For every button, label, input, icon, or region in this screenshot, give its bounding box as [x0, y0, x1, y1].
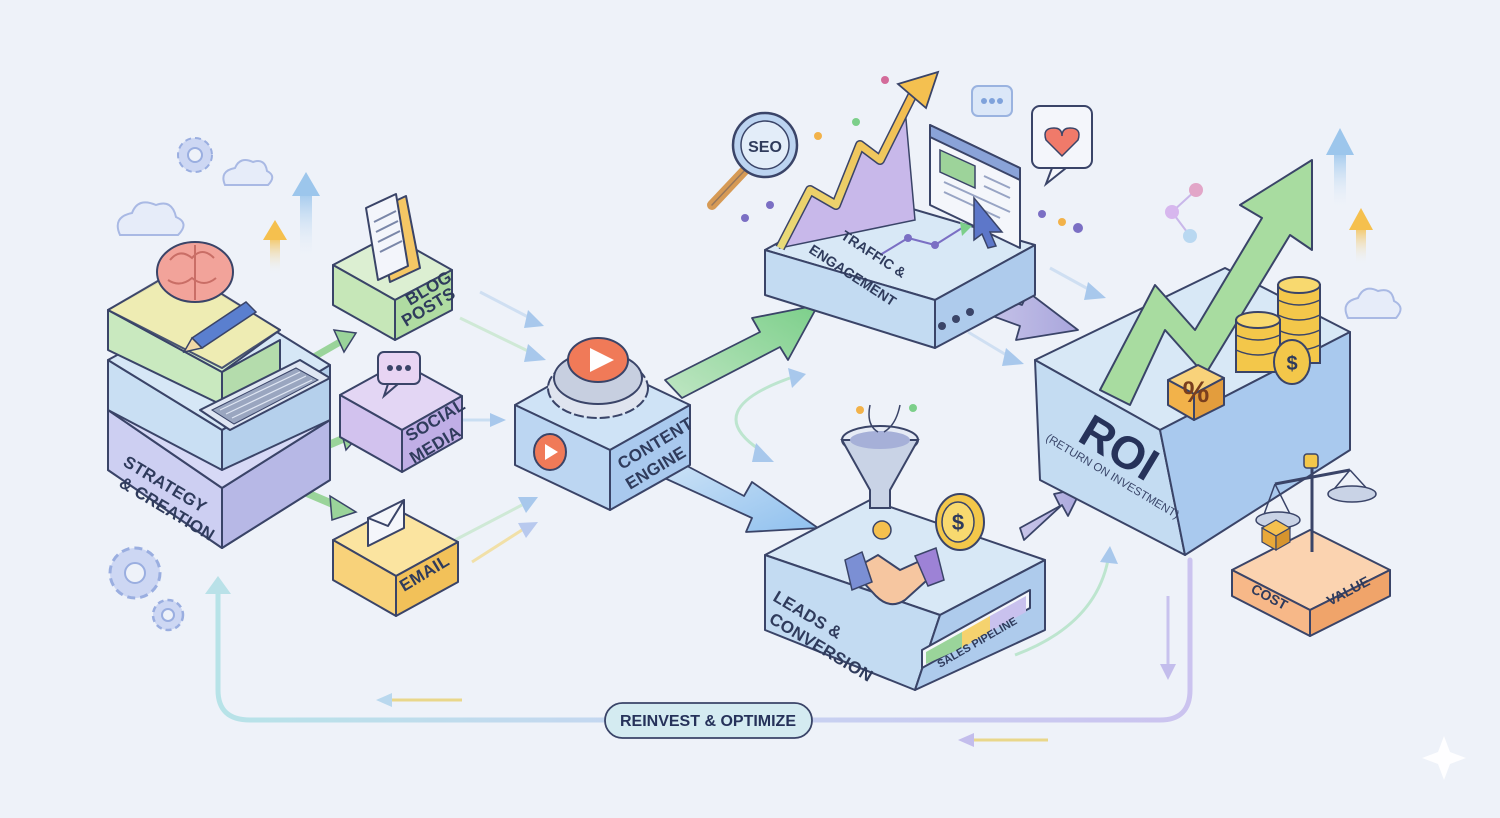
reinvest-pill: REINVEST & OPTIMIZE: [604, 702, 813, 739]
heart-chat-icon: [1031, 105, 1093, 188]
chat-dots-icon: [971, 85, 1013, 117]
dollar-coin-icon: $: [935, 493, 985, 551]
play-icon: [567, 337, 629, 383]
up-arrow-icon: [263, 172, 320, 275]
seo-text: SEO: [748, 139, 782, 156]
growth-chart-icon: [775, 70, 940, 251]
network-icon: [1165, 183, 1203, 243]
email-node: EMAIL: [332, 499, 459, 617]
gear-icon: [177, 137, 213, 173]
gear-icon: [108, 546, 162, 600]
cursor-icon: [973, 195, 1004, 249]
funnel-icon: [840, 404, 920, 540]
traffic-engagement-node: SEO TRAFFIC & ENGAGEMENT: [707, 70, 1093, 349]
social-media-node: SOCIAL MEDIA: [339, 351, 469, 473]
balance-scale-icon: [1255, 453, 1377, 552]
cloud-icon: [1344, 287, 1402, 319]
chat-bubble-icon: [377, 351, 421, 400]
cloud-icon: [116, 201, 185, 236]
roi-dollar-text: $: [1286, 353, 1297, 375]
percent-block-icon: %: [1167, 364, 1225, 421]
decor-right: [1165, 128, 1466, 780]
coin-stack-icon: $: [1235, 276, 1321, 385]
handshake-icon: [844, 546, 945, 606]
leads-conversion-node: SALES PIPELINE $ LEADS & CONVERSION: [764, 404, 1046, 691]
loop-arrowhead-icon: [205, 576, 231, 594]
coin-dollar-text: $: [952, 510, 964, 535]
connector-arrows: [286, 266, 1118, 657]
up-arrow-icon: [1326, 128, 1373, 265]
content-engine-node: CONTENT ENGINE: [514, 337, 697, 511]
blog-posts-node: BLOG POSTS: [332, 193, 459, 341]
decor-dots: [741, 76, 1083, 233]
sparkle-icon: [1422, 736, 1466, 780]
cost-value-scale: COST VALUE: [1231, 453, 1391, 637]
pen-icon: [182, 301, 258, 354]
document-icon: [365, 193, 421, 283]
brain-icon: [156, 241, 234, 303]
roi-growth-arrow-icon: [1099, 159, 1313, 406]
strategy-creation-node: STRATEGY & CREATION: [107, 241, 331, 549]
envelope-icon: [367, 499, 405, 547]
play-badge-icon: [533, 433, 567, 471]
gear-icon: [151, 598, 185, 632]
decor-left: [108, 137, 320, 632]
cloud-icon: [222, 159, 274, 186]
browser-window-icon: [929, 124, 1021, 249]
reinvest-label: REINVEST & OPTIMIZE: [620, 713, 796, 730]
roi-node: $ % ROI (RETURN ON INVESTMENT): [1034, 159, 1351, 556]
laptop-icon: [199, 359, 331, 431]
percent-text: %: [1183, 376, 1210, 409]
mini-line-chart-icon: [879, 222, 972, 256]
seo-magnifier-icon: SEO: [707, 111, 799, 210]
status-lights: [938, 308, 974, 330]
